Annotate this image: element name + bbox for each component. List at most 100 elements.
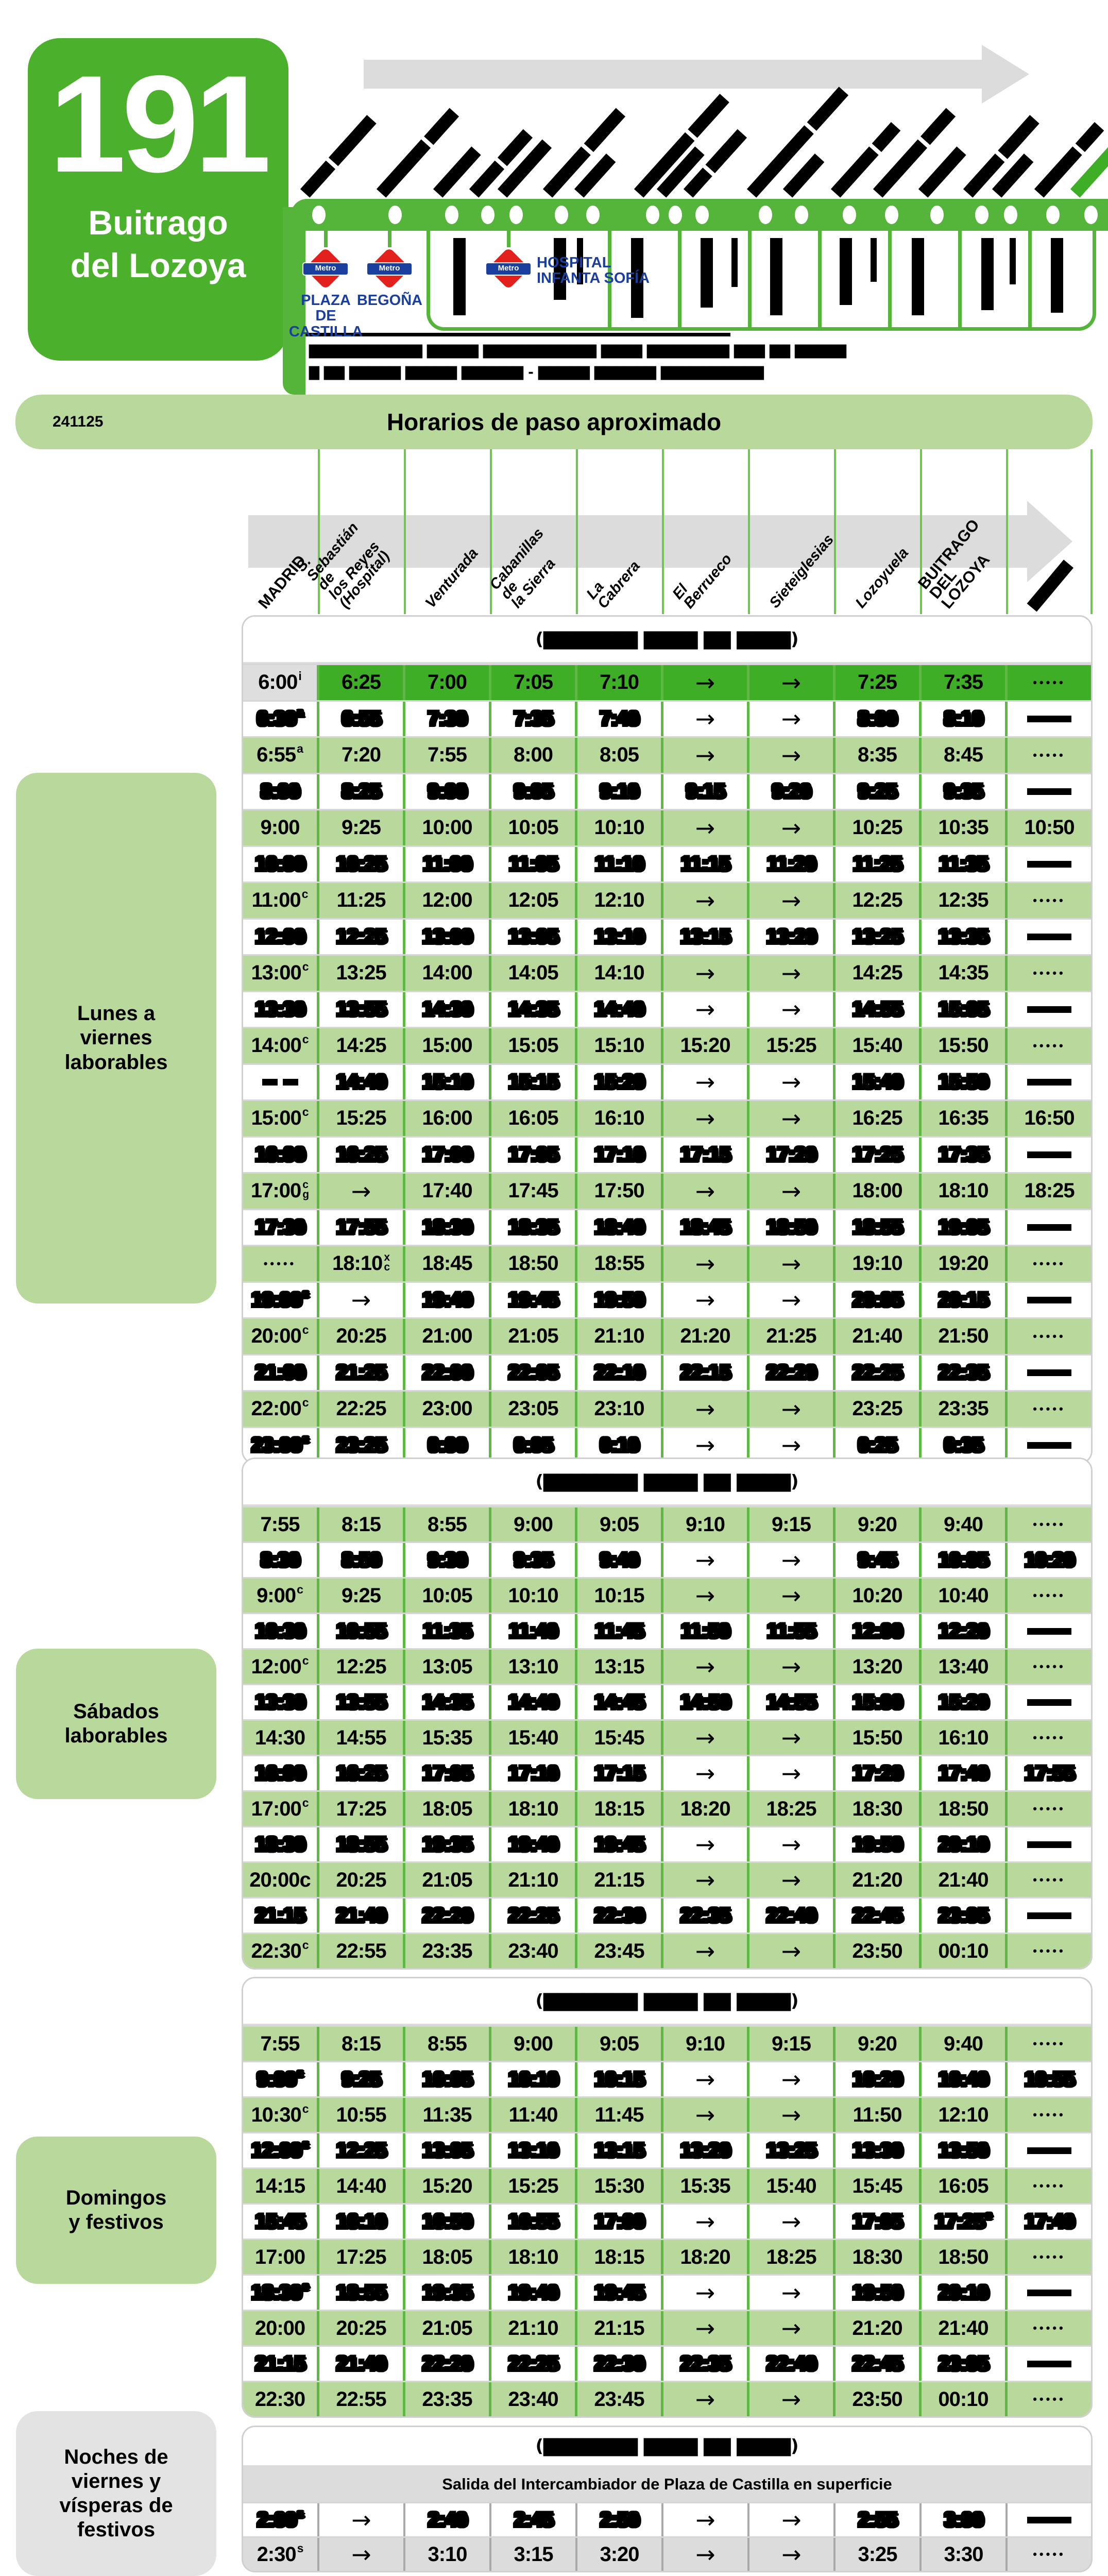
time-cell: → (749, 1934, 836, 1968)
dash-mark (1027, 1699, 1071, 1706)
time-cell: → (749, 1650, 836, 1684)
time-text: 9:10 (685, 1513, 725, 1536)
time-text: 15:00 (422, 1034, 472, 1057)
time-cell: 15:25 (491, 2169, 577, 2203)
time-cell: 11:45 (577, 1614, 663, 1648)
time-cell: 20:25 (319, 1319, 405, 1354)
time-text: 15:20 (680, 1034, 730, 1057)
connection-label-illegible (731, 238, 738, 287)
time-text: 0:35 (943, 1433, 983, 1456)
time-cell: 19:35 (405, 2276, 491, 2310)
time-cell: → (749, 701, 836, 736)
dash-mark (1027, 2516, 1071, 2523)
time-text: 22:45 (852, 1904, 902, 1927)
time-cell: 10:55 (1008, 2062, 1091, 2096)
through-arrow-icon: → (781, 2385, 802, 2413)
time-text: 13:05 (422, 1655, 472, 1678)
time-note-sup: c (302, 1795, 309, 1809)
time-cell: → (663, 1174, 749, 1209)
through-arrow-icon: → (695, 1582, 715, 1609)
time-text: 17:10 (594, 1143, 644, 1166)
time-text: 15:25 (336, 1107, 386, 1130)
time-text: 9:00 (257, 1584, 296, 1607)
time-cell: → (319, 1282, 405, 1317)
time-cell: 15:40 (749, 2169, 836, 2203)
time-cell: 8:55 (405, 1507, 491, 1541)
metro-station-label: HOSPITAL INFANTA SOFÍA (537, 255, 650, 287)
time-cell: 17:30 (243, 1210, 319, 1245)
time-cell: 9:40 (922, 2027, 1008, 2061)
no-service-dots: ••••• (1033, 1329, 1066, 1343)
metro-connector (388, 231, 391, 247)
time-cell: 22:45 (836, 1899, 922, 1933)
time-text: 13:00 (422, 925, 472, 948)
time-text: 10:10 (508, 1584, 558, 1607)
time-text: 11:25 (336, 889, 386, 912)
time-text: 19:20 (938, 1252, 988, 1275)
time-text: 00:10 (938, 2387, 988, 2411)
section-title-bar: 241125 Horarios de paso aproximado (15, 395, 1093, 449)
time-text: 8:55 (427, 1513, 467, 1536)
time-text: 18:50 (938, 1797, 988, 1820)
route-stop-dot (646, 206, 659, 224)
time-cell: → (749, 956, 836, 991)
sup-top: c (302, 1178, 309, 1191)
time-cell: 17:10 (491, 1756, 577, 1790)
time-cell: → (749, 1721, 836, 1755)
time-text: 17:20 (766, 1143, 816, 1166)
time-cell: → (749, 1392, 836, 1427)
time-text: 15:00 (852, 1690, 902, 1714)
time-cell (1008, 992, 1091, 1027)
no-service-dots: ••••• (1033, 2108, 1066, 2121)
time-cell: → (663, 701, 749, 736)
through-arrow-icon: → (695, 1104, 715, 1132)
time-cell: 23:35 (922, 1392, 1008, 1427)
time-text: 13:25 (766, 2139, 816, 2162)
time-text: 17:30 (254, 1215, 305, 1239)
time-cell: 23:50 (836, 2382, 922, 2416)
no-service-dots: ••••• (1033, 1589, 1066, 1602)
time-text: 15:00 (251, 1107, 301, 1130)
time-cell: 2:45 (491, 2503, 577, 2536)
through-arrow-icon: → (695, 741, 715, 769)
time-text: 22:20 (422, 1904, 472, 1927)
time-note-sup: c (302, 1653, 309, 1667)
time-cell: 13:55 (319, 1685, 405, 1719)
time-text: 15:30 (594, 2174, 644, 2197)
time-cell: 12:35 (922, 883, 1008, 918)
time-cell: 14:40 (319, 1064, 405, 1099)
time-cell: 9:15 (749, 1507, 836, 1541)
time-cell: 10:20 (836, 2062, 922, 2096)
section-label-lunes-viernes: Lunes a viernes laborables (16, 773, 216, 1303)
time-cell: 3:00 (922, 2503, 1008, 2536)
time-cell: ••••• (1008, 2311, 1091, 2345)
time-text: 16:25 (336, 1761, 386, 1785)
time-cell: 10:55 (319, 2098, 405, 2132)
time-text: 15:20 (422, 2174, 472, 2197)
time-text: 21:20 (852, 2316, 902, 2340)
through-arrow-icon: → (781, 1582, 802, 1609)
time-cell: 11:35 (405, 2098, 491, 2132)
time-note-sup: c (302, 1323, 309, 1337)
through-arrow-icon: → (695, 1431, 715, 1460)
time-cell: 8:00 (491, 738, 577, 773)
time-cell: 14:55 (319, 1721, 405, 1755)
time-cell: → (749, 883, 836, 918)
dash-mark (1027, 1628, 1071, 1635)
time-cell: 7:40 (577, 701, 663, 736)
time-cell: 9:40 (922, 1507, 1008, 1541)
time-cell: 10:40 (922, 2062, 1008, 2096)
time-cell: → (749, 1827, 836, 1861)
time-text: 9:00 (513, 1513, 553, 1536)
time-cell: 14:35 (922, 956, 1008, 991)
time-text: 10:05 (508, 816, 558, 839)
time-text: 21:10 (508, 2316, 558, 2340)
